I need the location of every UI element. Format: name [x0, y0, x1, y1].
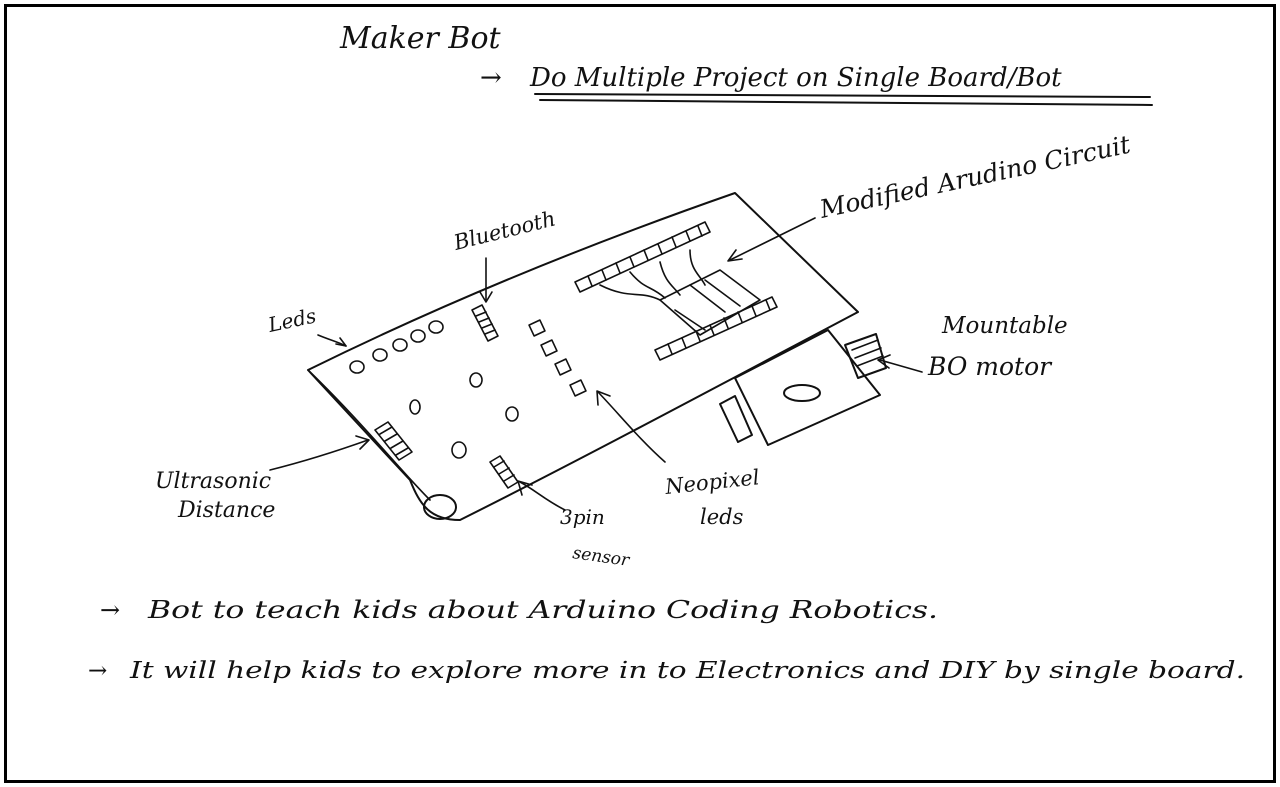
- neopixel-leds: [528, 319, 587, 397]
- three-pin-sensor-header: [489, 455, 519, 489]
- motor-body: [734, 329, 881, 446]
- mount-hole-3: [505, 406, 519, 422]
- bottom-header-pins: [667, 299, 771, 355]
- motor-pointer: [879, 359, 923, 373]
- note-2-arrow: →: [88, 658, 107, 684]
- sensor-pins: [493, 460, 515, 482]
- label-motor-line2: BO motor: [927, 352, 1053, 381]
- subtitle-arrow: →: [480, 63, 502, 93]
- neopixel-pointer: [597, 391, 666, 463]
- led-3: [392, 338, 408, 352]
- label-ultrasonic-line1: Ultrasonic: [155, 469, 271, 494]
- ultrasonic-pointer: [269, 439, 369, 471]
- leds-pointer-head: [335, 337, 347, 347]
- top-header-pins: [587, 225, 703, 287]
- subtitle-text: Do Multiple Project on Single Board/Bot: [529, 63, 1062, 93]
- bo-motor: [719, 329, 887, 446]
- label-leds: Leds: [265, 303, 318, 337]
- motor-wheel-mount: [719, 395, 753, 443]
- page-border: [4, 4, 1276, 783]
- caster-wheel: [423, 494, 457, 520]
- circuit-pointer-head: [727, 249, 743, 262]
- mount-hole-1: [469, 372, 483, 388]
- note-1-arrow: →: [100, 596, 120, 624]
- label-bluetooth: Bluetooth: [450, 206, 557, 255]
- ultrasonic-pointer-head: [355, 435, 370, 450]
- mount-hole-2: [409, 399, 421, 415]
- note-1-text: Bot to teach kids about Arduino Coding R…: [147, 596, 938, 624]
- title-text: Maker Bot: [339, 21, 502, 56]
- neopixel-2: [540, 339, 558, 357]
- motor-shaft: [844, 333, 887, 379]
- mounting-holes: [409, 372, 519, 459]
- label-circuit: Modified Arudino Circuit: [816, 130, 1134, 225]
- neopixel-1: [528, 319, 546, 337]
- label-sensor-line1: 3pin: [560, 505, 605, 529]
- sensor-pointer: [519, 481, 566, 511]
- neopixel-3: [554, 358, 572, 376]
- bluetooth-module-body: [471, 304, 499, 342]
- led-5: [428, 320, 444, 334]
- circuit-pointer: [729, 217, 816, 261]
- neopixel-pointer-head: [596, 390, 611, 406]
- led-1: [349, 360, 365, 374]
- bluetooth-module: [471, 304, 499, 342]
- subtitle-underline-2: [539, 99, 1153, 106]
- motor-shaft-grip: [851, 339, 884, 367]
- chip-traces: [674, 279, 741, 331]
- top-header-strip: [574, 221, 711, 293]
- note-2-text: It will help kids to explore more in to …: [129, 658, 1245, 684]
- bottom-header-strip: [654, 296, 778, 361]
- label-ultrasonic-line2: Distance: [177, 498, 275, 523]
- arduino-circuit: [574, 221, 778, 361]
- label-sensor-line2: sensor: [571, 543, 631, 571]
- sensor-pointer-head: [517, 480, 533, 496]
- circuit-wires: [599, 249, 706, 301]
- ultrasonic-body: [374, 421, 413, 461]
- led-2: [372, 348, 388, 362]
- motor-hub: [783, 384, 821, 402]
- motor-pointer-head: [877, 354, 891, 369]
- ultrasonic-header: [374, 421, 413, 461]
- chip-body: [659, 269, 761, 336]
- board-outline: [307, 192, 859, 521]
- board-left-edge: [307, 369, 431, 501]
- bluetooth-pointer-head: [479, 291, 493, 303]
- subtitle-underline-1: [534, 93, 1151, 98]
- bluetooth-pins: [475, 311, 496, 335]
- neopixel-4: [569, 379, 587, 397]
- led-row: [349, 320, 444, 374]
- label-motor-line1: Mountable: [941, 313, 1068, 339]
- led-4: [410, 329, 426, 343]
- ultrasonic-pins: [379, 426, 409, 456]
- mount-hole-4: [451, 441, 467, 459]
- label-neopixel-line2: leds: [700, 505, 744, 529]
- label-neopixel-line1: Neopixel: [663, 465, 761, 499]
